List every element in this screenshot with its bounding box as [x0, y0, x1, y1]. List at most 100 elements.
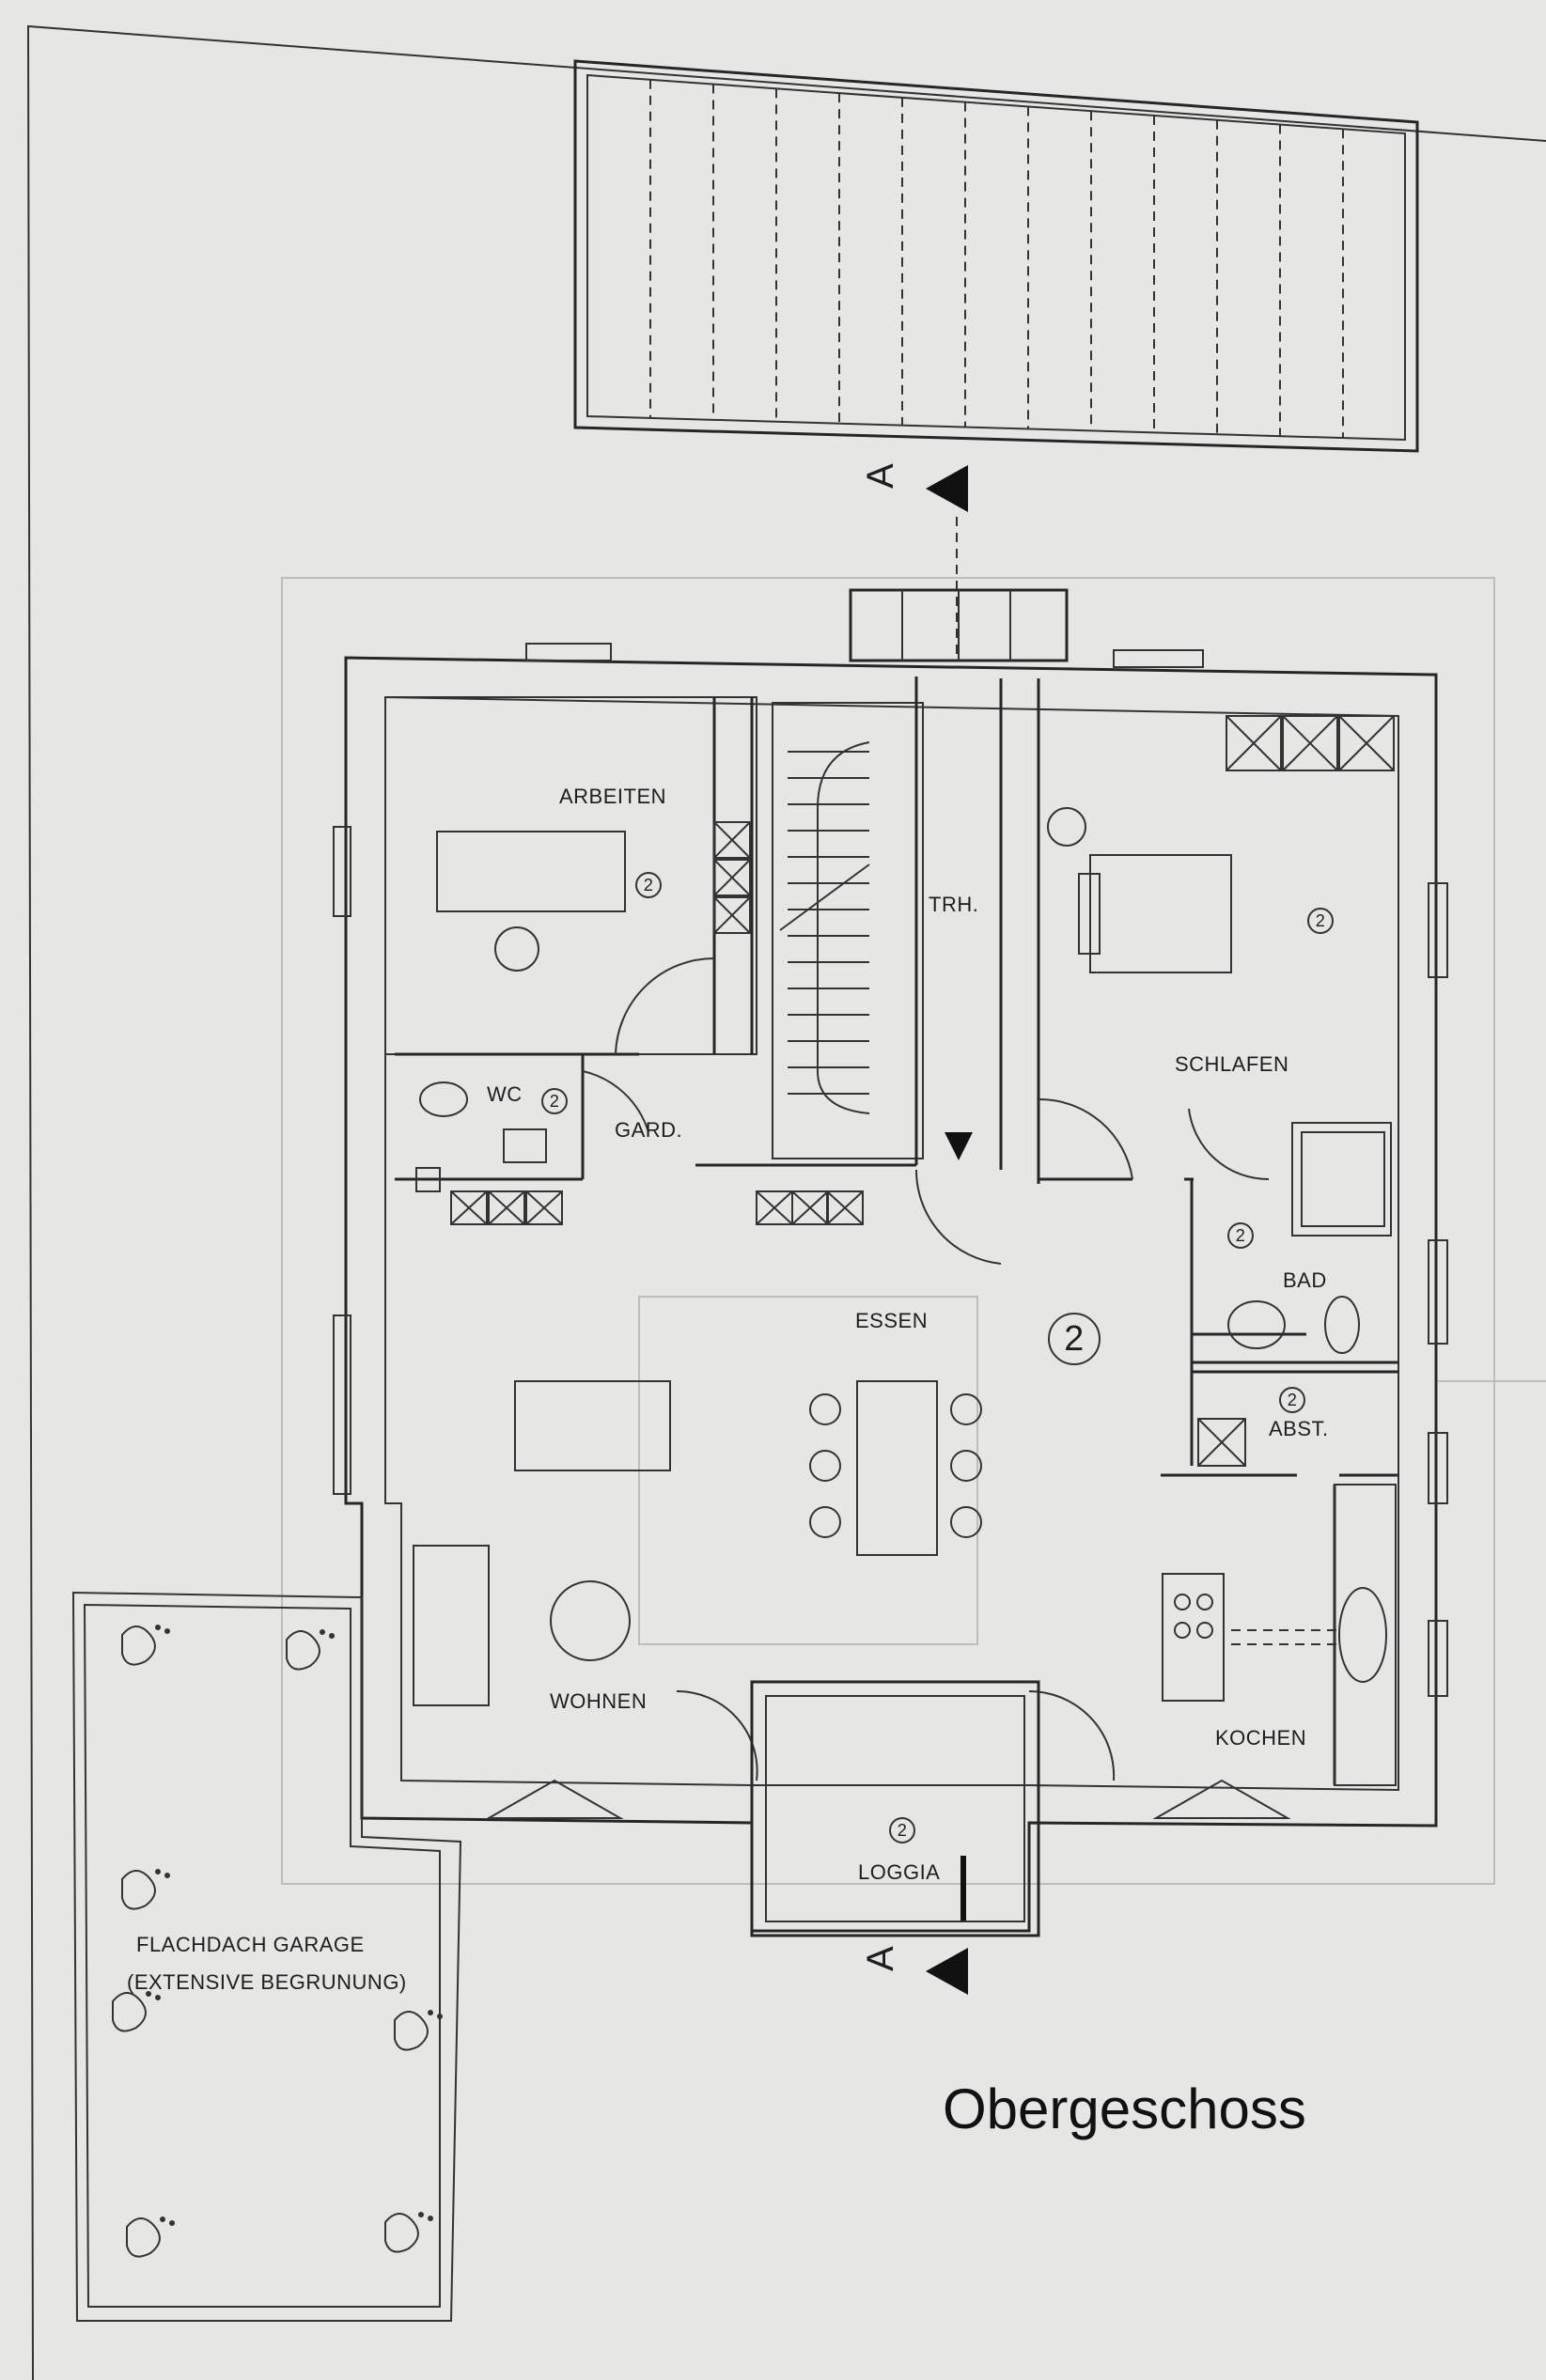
shrub-dot — [320, 1629, 325, 1635]
north-balcony — [525, 588, 1204, 668]
shrub-dot — [146, 1991, 151, 1997]
floor-number-circle — [635, 872, 662, 898]
shrub-shape — [126, 2217, 161, 2258]
garage-roof — [71, 1591, 462, 2322]
storage-cabinet — [525, 1190, 563, 1225]
cabinet-cross — [1226, 715, 1282, 771]
solar-panel-dividers — [649, 79, 1344, 439]
section-marker-top: A — [860, 463, 968, 658]
shrub — [121, 1869, 170, 1910]
cabinet-outline — [1282, 715, 1338, 771]
shrub — [121, 1625, 170, 1666]
cabinet-cross — [713, 821, 751, 859]
floor-number-marker: 2 — [541, 1088, 568, 1114]
stair-rail — [817, 741, 870, 1114]
loggia — [750, 1680, 1040, 1937]
shrub-shape — [121, 1626, 156, 1666]
shrub-shape — [384, 2213, 419, 2253]
storage-cabinet — [791, 1190, 829, 1225]
storage-cabinet — [756, 1190, 793, 1225]
storage-cabinet — [1197, 1418, 1246, 1467]
shrub-dot — [418, 2212, 424, 2217]
paper-border — [26, 24, 1546, 2380]
shrub — [126, 2217, 175, 2258]
floor-number-text: 2 — [898, 1821, 908, 1840]
shrub-shape — [286, 1630, 320, 1671]
garage-label-line2: (EXTENSIVE BEGRUNUNG) — [127, 1970, 407, 1994]
storage-cabinet — [826, 1190, 864, 1225]
floor-number-text: 2 — [644, 876, 654, 894]
storage-cabinet — [1226, 715, 1282, 771]
cabinet-cross — [1197, 1418, 1246, 1467]
cabinet-cross — [1338, 715, 1395, 771]
stair-cut-line — [779, 863, 870, 931]
storage-cabinet — [1282, 715, 1338, 771]
shrub-dot — [164, 1628, 170, 1634]
room-label-kochen: KOCHEN — [1215, 1726, 1306, 1750]
floor-number-circle — [1307, 908, 1334, 934]
cabinet-outline — [826, 1190, 864, 1225]
cabinet-cross — [713, 859, 751, 896]
cabinet-cross — [826, 1190, 864, 1225]
floor-number-circle — [1048, 1313, 1101, 1365]
staircase — [779, 741, 973, 1160]
floor-number-marker: 2 — [889, 1817, 915, 1843]
shrub-dot — [428, 2216, 433, 2221]
shrub-shape — [112, 1992, 147, 2032]
furniture — [413, 807, 1397, 1786]
shrub-dot — [164, 1873, 170, 1878]
room-label-wohnen: WOHNEN — [550, 1689, 647, 1713]
shrub-dot — [155, 1869, 161, 1874]
floor-number-text: 2 — [550, 1092, 560, 1111]
cabinet-outline — [713, 859, 751, 896]
room-label-bad: BAD — [1283, 1268, 1327, 1292]
cabinet-cross — [450, 1190, 488, 1225]
storage-cabinet — [713, 821, 751, 859]
room-label-loggia: LOGGIA — [858, 1860, 940, 1884]
storage-cabinet — [713, 859, 751, 896]
cabinet-outline — [713, 821, 751, 859]
cabinet-cross — [756, 1190, 793, 1225]
floor-number-marker: 2 — [1048, 1313, 1101, 1365]
cabinet-outline — [525, 1190, 563, 1225]
floor-number-marker: 2 — [635, 872, 662, 898]
cabinet-outline — [450, 1190, 488, 1225]
cabinet-cross — [713, 896, 751, 934]
floor-number-text: 2 — [1236, 1226, 1246, 1245]
storage-cabinet — [488, 1190, 525, 1225]
cabinet-cross — [488, 1190, 525, 1225]
storage-cabinet — [713, 896, 751, 934]
shrub-shape — [394, 2011, 429, 2051]
shrub-dot — [169, 2220, 175, 2226]
floor-number-circle — [889, 1817, 915, 1843]
shrub-dot — [155, 1625, 161, 1630]
shrub — [384, 2212, 433, 2253]
floor-number-circle — [541, 1088, 568, 1114]
interior-walls — [384, 677, 1398, 1785]
windows — [333, 826, 1448, 1819]
room-label-abst: ABST. — [1269, 1417, 1329, 1440]
floor-number-circle — [1227, 1222, 1254, 1249]
section-label-top: A — [860, 463, 901, 489]
storage-cabinets — [450, 715, 1395, 1467]
cabinet-outline — [488, 1190, 525, 1225]
room-label-essen: ESSEN — [855, 1309, 928, 1332]
shrub — [112, 1991, 161, 2032]
cabinet-outline — [1226, 715, 1282, 771]
cabinet-cross — [525, 1190, 563, 1225]
cabinet-outline — [1338, 715, 1395, 771]
roof-solar-panels — [573, 59, 1419, 453]
shrub-dot — [329, 1633, 335, 1639]
room-label-wc: WC — [487, 1082, 523, 1106]
cabinet-cross — [1282, 715, 1338, 771]
section-marker-bottom: A — [860, 1856, 968, 1995]
shrub-dot — [428, 2010, 433, 2015]
shrub — [394, 2010, 443, 2051]
shrub-dot — [437, 2014, 443, 2019]
floor-number-text: 2 — [1316, 911, 1326, 930]
ghost-lines — [281, 577, 1546, 1885]
room-label-gard: GARD. — [615, 1118, 682, 1142]
cabinet-outline — [713, 896, 751, 934]
storage-cabinet — [450, 1190, 488, 1225]
